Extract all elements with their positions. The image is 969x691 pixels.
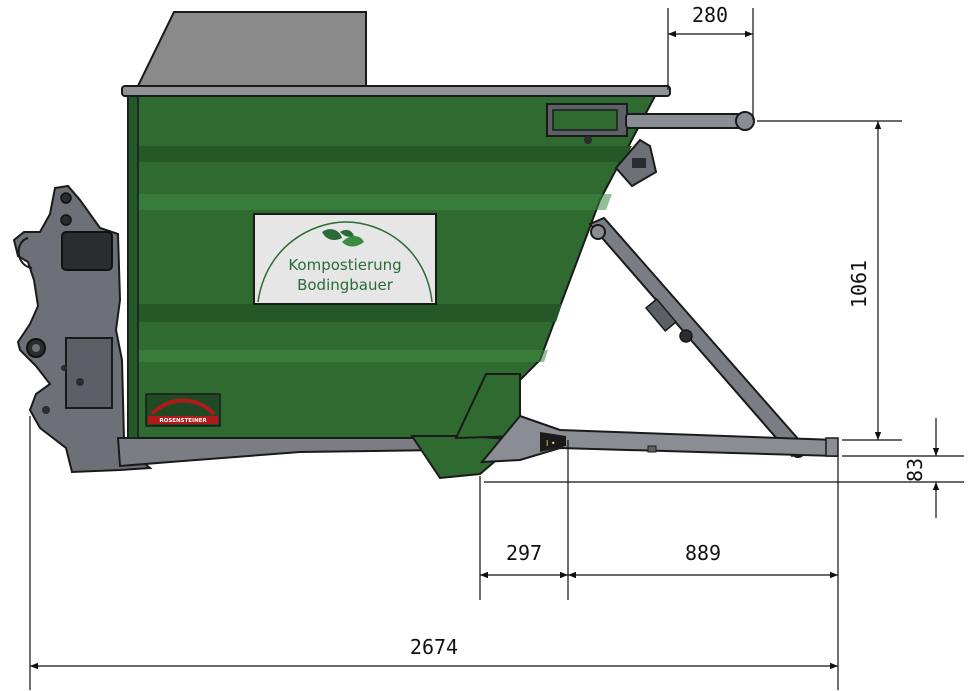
base-plate xyxy=(116,437,444,468)
dim-label-1061: 1061 xyxy=(847,260,871,308)
quick-coupler-plate xyxy=(12,184,153,474)
company-sign: Kompostierung Bodingbauer xyxy=(253,213,437,305)
bucket-lid xyxy=(121,11,671,97)
brand-label: ROSENSTEINER xyxy=(159,418,207,424)
bucket-machine: I • Kompostierung Bodingbauer ROSENSTEIN… xyxy=(12,11,839,480)
sign-line-1: Kompostierung xyxy=(288,256,401,274)
svg-text:I •: I • xyxy=(546,439,556,448)
dim-label-2674: 2674 xyxy=(410,635,458,659)
top-cylinder xyxy=(546,103,755,144)
dim-label-889: 889 xyxy=(685,541,721,565)
dim-label-280: 280 xyxy=(692,3,728,27)
dim-label-297: 297 xyxy=(506,541,542,565)
valve-fitting xyxy=(614,138,658,188)
leaf-icon xyxy=(322,229,364,247)
sign-line-2: Bodingbauer xyxy=(297,276,394,294)
skid-arm: I • xyxy=(479,414,839,464)
brand-badge: ROSENSTEINER xyxy=(145,393,221,427)
dim-label-83: 83 xyxy=(903,458,927,482)
dimensions xyxy=(29,8,964,690)
support-leg xyxy=(588,216,808,458)
